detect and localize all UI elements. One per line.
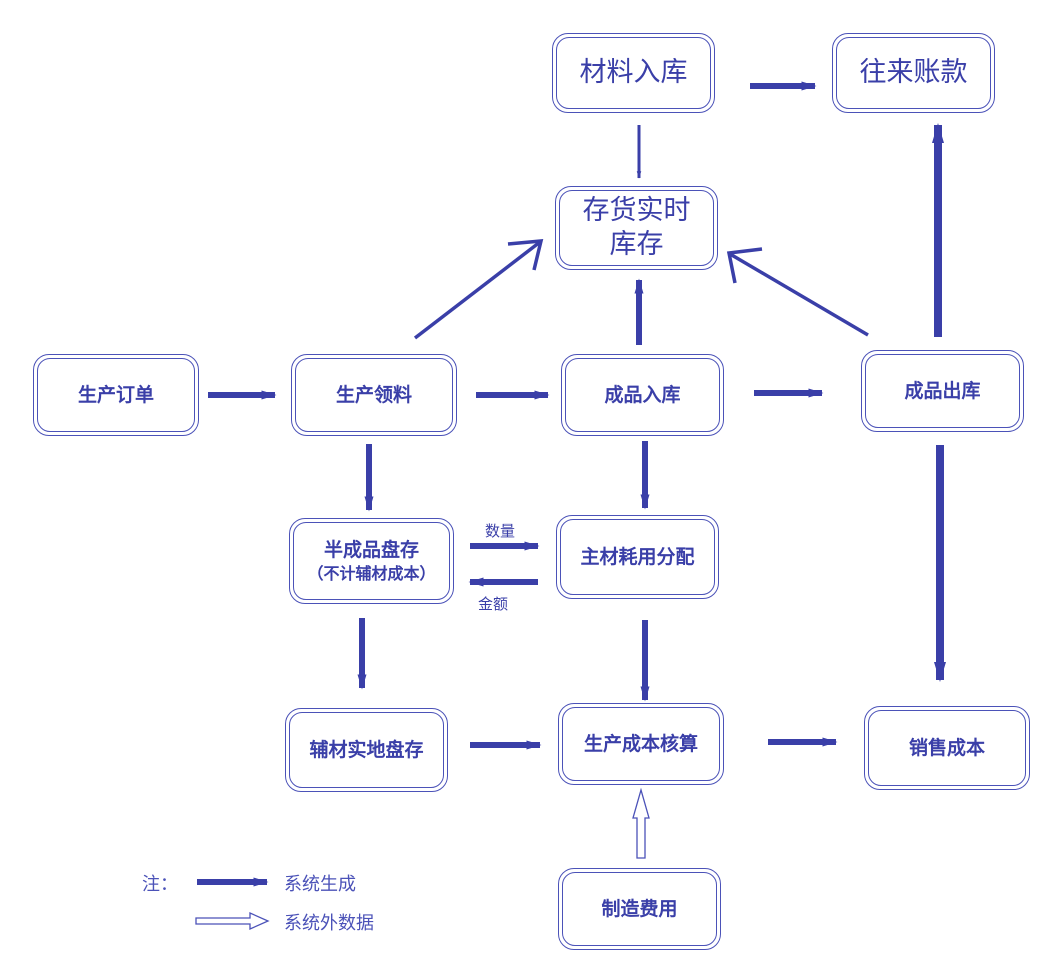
node-semi-stock-label-line2: （不计辅材成本） (307, 563, 436, 583)
node-material-in-label: 材料入库 (579, 57, 688, 89)
node-inventory-label-line1: 存货实时 (582, 195, 691, 227)
arrow-finished-out-to-inventory (729, 252, 869, 337)
node-inventory[interactable]: 存货实时 库存 (555, 186, 718, 270)
arrow-mfg-expense-to-cost (632, 787, 650, 859)
arrowhead-pick-to-inventory (507, 239, 544, 271)
node-sales-cost[interactable]: 销售成本 (864, 706, 1030, 790)
node-production-order-label: 生产订单 (77, 383, 154, 406)
node-mfg-expense[interactable]: 制造费用 (558, 868, 721, 950)
edge-label-quantity: 数量 (485, 522, 516, 540)
node-finished-out[interactable]: 成品出库 (861, 350, 1024, 432)
node-aux-stock[interactable]: 辅材实地盘存 (285, 708, 448, 792)
node-semi-stock[interactable]: 半成品盘存 （不计辅材成本） (289, 518, 454, 604)
arrow-pick-to-inventory (413, 240, 542, 340)
node-accounts-label: 往来账款 (859, 57, 968, 89)
node-accounts[interactable]: 往来账款 (832, 33, 995, 113)
arrow-legend-external (195, 911, 270, 931)
node-material-in[interactable]: 材料入库 (552, 33, 715, 113)
node-finished-in[interactable]: 成品入库 (561, 354, 724, 436)
legend-prefix: 注： (142, 874, 178, 895)
node-aux-stock-label: 辅材实地盘存 (309, 738, 424, 761)
node-sales-cost-label: 销售成本 (908, 736, 985, 759)
edge-label-amount: 金额 (478, 595, 509, 613)
node-finished-in-label: 成品入库 (604, 383, 681, 406)
node-production-pick-label: 生产领料 (335, 383, 412, 406)
node-cost-calc-label: 生产成本核算 (583, 732, 698, 755)
node-semi-stock-label-line1: 半成品盘存 (323, 539, 419, 562)
node-production-order[interactable]: 生产订单 (33, 354, 199, 436)
node-mfg-expense-label: 制造费用 (601, 897, 678, 920)
node-main-alloc[interactable]: 主材耗用分配 (556, 515, 719, 599)
legend-external-label: 系统外数据 (284, 913, 374, 934)
node-production-pick[interactable]: 生产领料 (291, 354, 457, 436)
arrowhead-finished-out-to-inventory (726, 247, 763, 284)
node-inventory-label-line2: 库存 (609, 229, 664, 260)
node-cost-calc[interactable]: 生产成本核算 (558, 703, 724, 785)
node-main-alloc-label: 主材耗用分配 (580, 545, 695, 568)
node-finished-out-label: 成品出库 (904, 379, 981, 402)
legend-system-label: 系统生成 (284, 874, 356, 895)
